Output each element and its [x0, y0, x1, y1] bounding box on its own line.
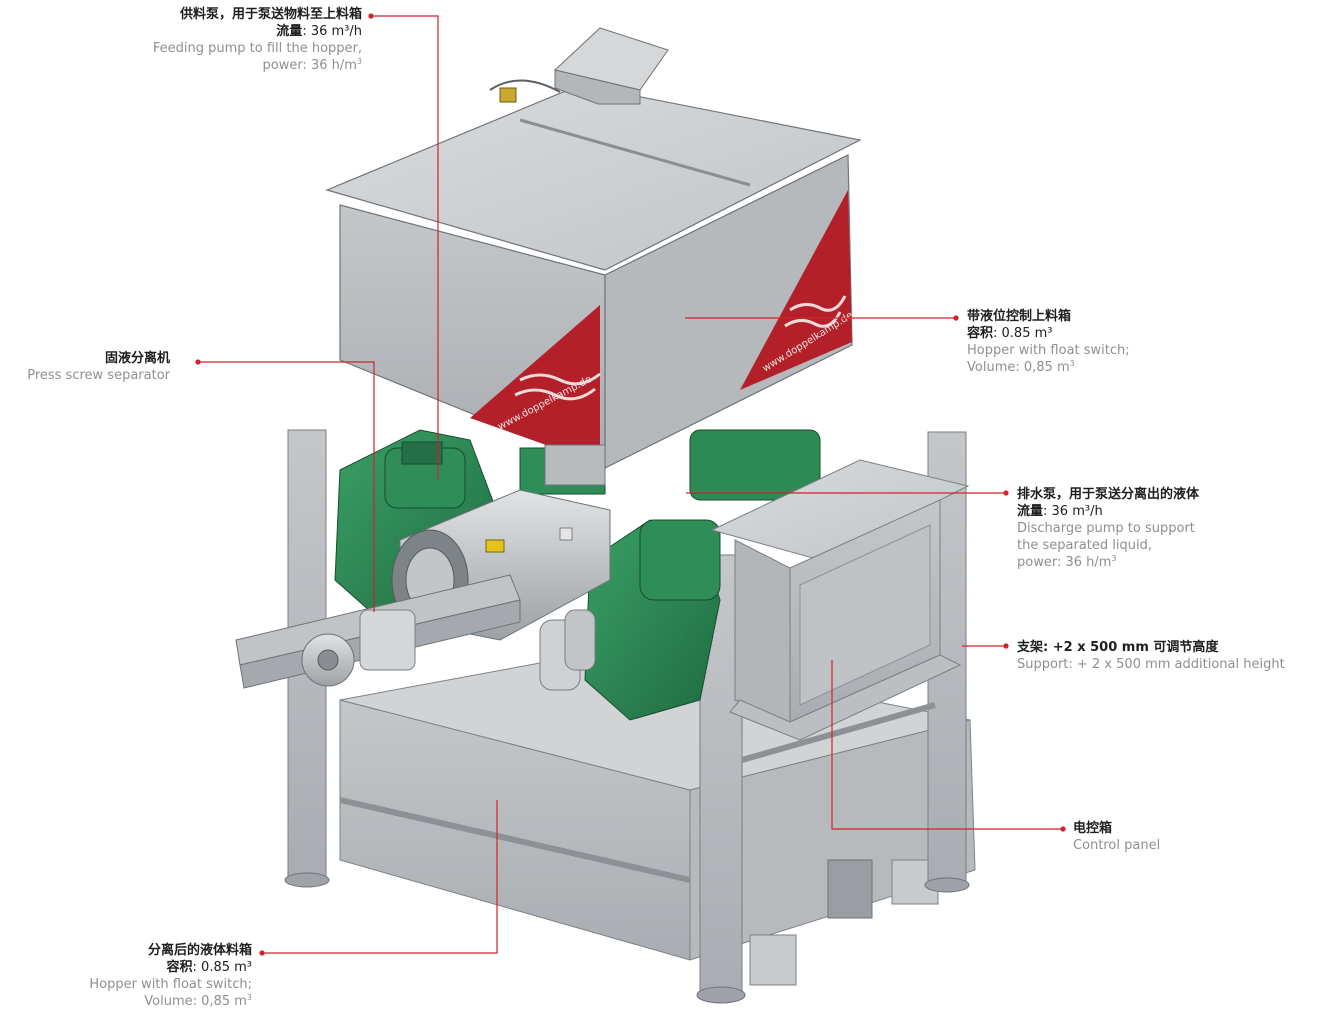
- liquid-hopper-desc-2: Volume: 0,85 m3: [144, 993, 252, 1010]
- callout-top-hopper: 带液位控制上料箱 容积: 0.85 m³ Hopper with float s…: [967, 308, 1130, 376]
- discharge-pump-flow: 流量: 36 m³/h: [1017, 504, 1103, 519]
- leader-feed-pump: [371, 15, 439, 480]
- discharge-pump-motor: [584, 429, 821, 721]
- feed-pump-flow: 流量: 36 m³/h: [276, 24, 362, 39]
- leader-separator: [198, 361, 375, 612]
- separator-desc: Press screw separator: [27, 368, 170, 383]
- callout-separator: 固液分离机 Press screw separator: [27, 350, 170, 384]
- hopper-banner-side: [740, 190, 852, 390]
- discharge-pump-title: 排水泵，用于泵送分离出的液体: [1017, 487, 1200, 502]
- liquid-hopper-desc-1: Hopper with float switch;: [89, 977, 252, 992]
- callout-discharge-pump: 排水泵，用于泵送分离出的液体 流量: 36 m³/h Discharge pum…: [1017, 486, 1199, 571]
- hopper-banner-front: [470, 305, 600, 464]
- discharge-pump-desc-3: power: 36 h/m3: [1017, 554, 1117, 571]
- top-hopper: www.doppelkamp.de www.doppelkamp.de: [325, 84, 862, 486]
- leader-liquid-hopper: [262, 800, 498, 954]
- callout-feed-pump: 供料泵，用于泵送物料至上料箱 流量: 36 m³/h Feeding pump …: [153, 6, 362, 74]
- top-hopper-volume: 容积: 0.85 m³: [967, 326, 1053, 341]
- separator-title: 固液分离机: [104, 351, 170, 366]
- top-hopper-title: 带液位控制上料箱: [967, 309, 1072, 324]
- feed-pump-title: 供料泵，用于泵送物料至上料箱: [179, 7, 362, 22]
- liquid-hopper-tank: [339, 649, 976, 986]
- callout-control-panel: 电控箱 Control panel: [1073, 820, 1160, 854]
- top-hopper-desc-2: Volume: 0,85 m3: [967, 359, 1075, 376]
- callout-liquid-hopper: 分离后的液体料箱 容积: 0.85 m³ Hopper with float s…: [89, 942, 252, 1010]
- feed-pump-desc-2: power: 36 h/m3: [262, 57, 362, 74]
- callout-leaders: [198, 15, 1063, 954]
- control-panel-desc: Control panel: [1073, 838, 1161, 853]
- feed-pump-desc-1: Feeding pump to fill the hopper,: [152, 41, 362, 56]
- liquid-hopper-volume: 容积: 0.85 m³: [166, 960, 252, 975]
- callout-dots: [195, 13, 1066, 956]
- discharge-pump-desc-2: the separated liquid,: [1017, 538, 1152, 553]
- control-panel-box: [710, 459, 970, 741]
- control-panel-title: 电控箱: [1073, 821, 1113, 836]
- support-desc: Support: + 2 x 500 mm additional height: [1017, 657, 1285, 672]
- callout-support: 支架: +2 x 500 mm 可调节高度 Support: + 2 x 500…: [1017, 639, 1285, 673]
- liquid-hopper-title: 分离后的液体料箱: [147, 943, 252, 958]
- support-title: 支架: +2 x 500 mm 可调节高度: [1017, 640, 1219, 655]
- discharge-pump-desc-1: Discharge pump to support: [1017, 521, 1195, 536]
- feed-pump-unit: [489, 27, 669, 105]
- leader-control-panel: [831, 660, 1063, 830]
- drain-flange: [827, 859, 873, 919]
- top-hopper-desc-1: Hopper with float switch;: [967, 343, 1130, 358]
- press-screw-separator: [235, 489, 611, 691]
